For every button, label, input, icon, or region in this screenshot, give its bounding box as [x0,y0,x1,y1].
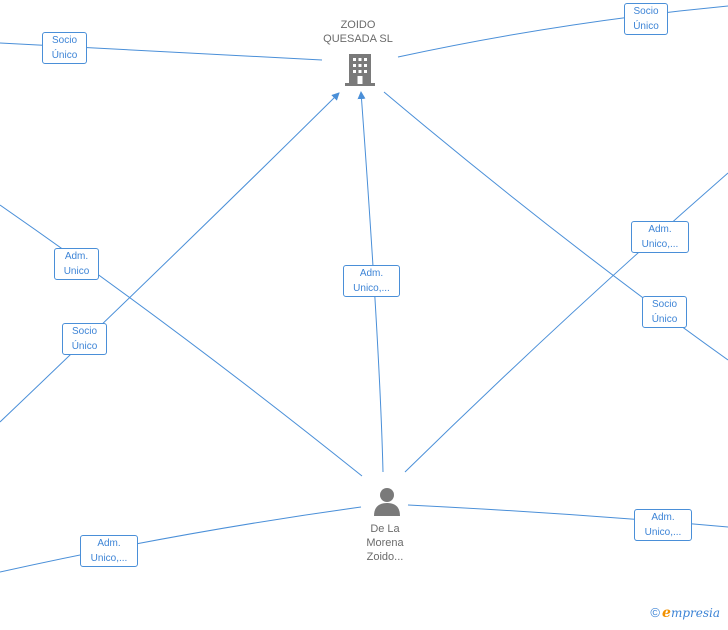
building-icon[interactable] [344,52,376,88]
edge-center [357,91,384,473]
brand-name: mpresia [670,606,720,620]
edge-label-center-adm[interactable]: Adm. Unico,... [343,265,400,297]
edge-label-top-left[interactable]: Socio Único [42,32,87,64]
copyright-symbol: © [650,605,661,620]
edge-label-right-adm[interactable]: Adm. Unico,... [631,221,689,253]
brand-initial: e [662,605,671,621]
edge-label-right-socio[interactable]: Socio Único [642,296,687,328]
edge-right-adm [404,172,728,473]
edge-left-socio [0,92,340,423]
person-icon[interactable] [372,486,402,516]
edge-label-top-right[interactable]: Socio Único [624,3,668,35]
edge-left-adm [0,204,363,477]
edge-top-right [397,5,728,58]
person-node-label[interactable]: De La Morena Zoido... [366,523,404,563]
edge-label-left-socio[interactable]: Socio Único [62,323,107,355]
edge-bottom-left [0,506,362,573]
company-node-label[interactable]: ZOIDO QUESADA SL [323,19,393,45]
edge-label-bottom-left-adm[interactable]: Adm. Unico,... [80,535,138,567]
empresia-logo[interactable]: ©empresia [650,605,720,621]
edge-label-bottom-right-adm[interactable]: Adm. Unico,... [634,509,692,541]
edge-label-left-adm[interactable]: Adm. Unico [54,248,99,280]
